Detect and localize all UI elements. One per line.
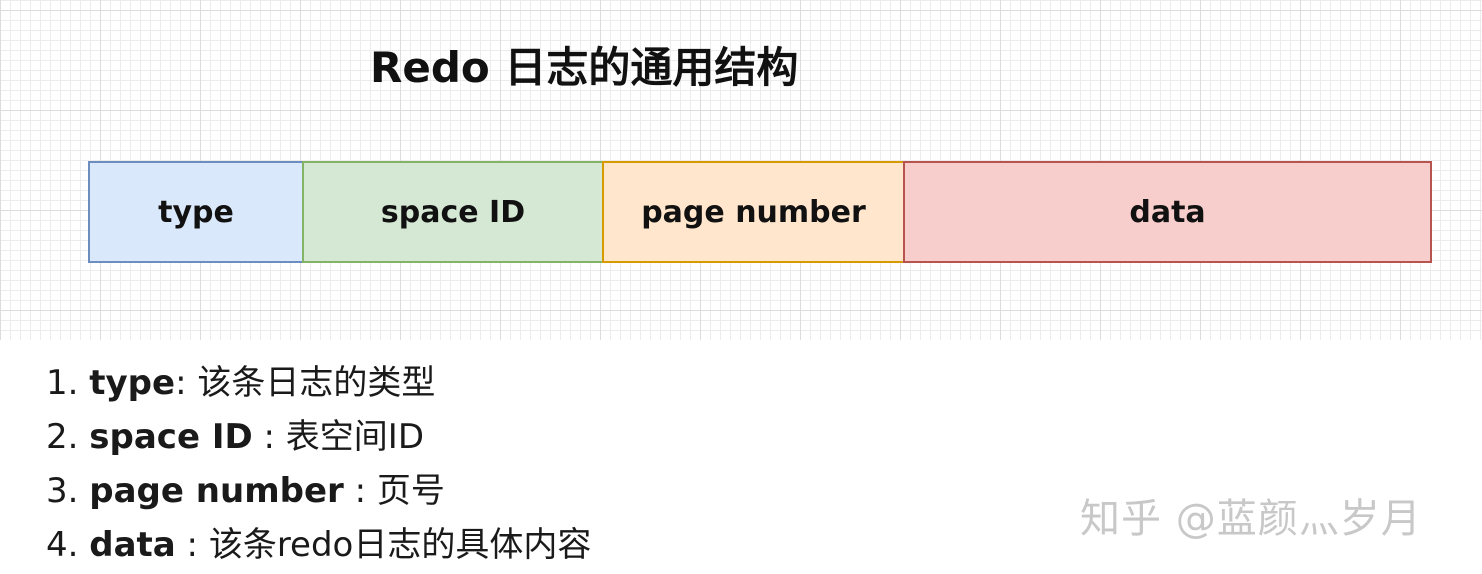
list-item-number: 1.	[46, 363, 79, 403]
list-item-number: 4.	[46, 525, 79, 565]
field-data-box: data	[903, 161, 1432, 263]
diagram-canvas: Redo 日志的通用结构 type space ID page number d…	[0, 0, 1482, 340]
field-type-label: type	[158, 194, 234, 230]
field-description-list: 1. type: 该条日志的类型 2. space ID : 表空间ID 3. …	[46, 356, 591, 572]
list-item: 4. data : 该条redo日志的具体内容	[46, 518, 591, 572]
list-item-term: type	[89, 363, 176, 403]
list-item-description: 表空间ID	[285, 417, 425, 457]
list-item-description: 该条日志的类型	[197, 363, 436, 403]
list-item-separator: :	[252, 417, 275, 457]
list-item: 2. space ID : 表空间ID	[46, 410, 591, 464]
list-item-separator: :	[343, 471, 367, 511]
list-item-term: page number	[89, 471, 344, 511]
list-item-term: data	[89, 525, 176, 565]
field-space-id-label: space ID	[380, 194, 526, 230]
list-item-description: 该条redo日志的具体内容	[208, 525, 592, 565]
diagram-title: Redo 日志的通用结构	[370, 43, 799, 92]
field-page-number-box: page number	[602, 161, 905, 263]
list-item: 1. type: 该条日志的类型	[46, 356, 591, 410]
list-item: 3. page number : 页号	[46, 464, 591, 518]
watermark-text: 知乎 @蓝颜灬岁月	[1080, 496, 1422, 542]
field-page-number-label: page number	[641, 194, 866, 230]
field-space-id-box: space ID	[302, 161, 604, 263]
list-item-separator: :	[175, 525, 199, 565]
list-item-description: 页号	[376, 471, 445, 511]
list-item-number: 3.	[46, 471, 79, 511]
field-data-label: data	[1129, 194, 1206, 230]
list-item-number: 2.	[46, 417, 79, 457]
list-item-separator: :	[175, 363, 187, 403]
field-type-box: type	[88, 161, 304, 263]
list-item-term: space ID	[89, 417, 253, 457]
